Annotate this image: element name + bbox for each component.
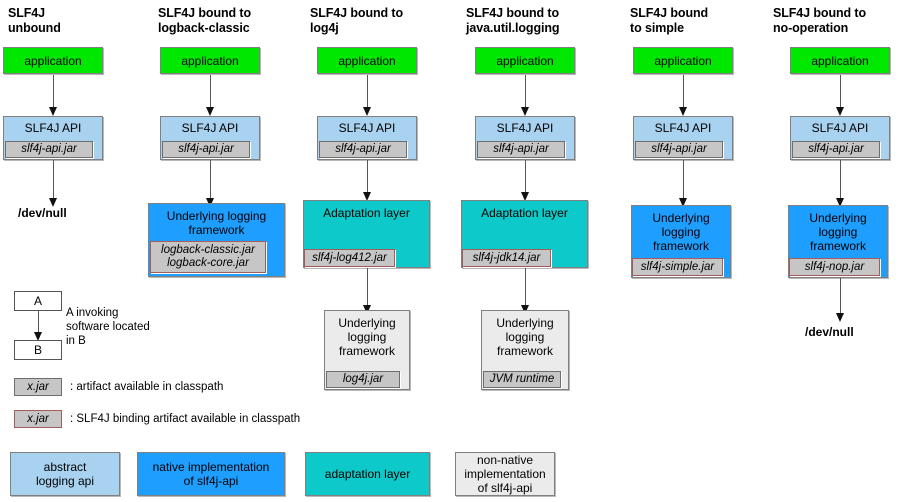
legend-key-abstract-logging-api: abstract logging api <box>10 452 120 496</box>
col4-slf4j-api-jar: slf4j-api.jar <box>477 141 565 158</box>
col4-arrow-adaptation-to-framework <box>521 268 529 314</box>
col2-application-box: application <box>160 47 260 74</box>
col3-log4j-jar: log4j.jar <box>326 371 400 388</box>
col1-arrow-api-to-devnull <box>49 160 57 207</box>
col2-underlying-framework-label: Underlying logging framework <box>166 209 267 237</box>
column-title-simple: SLF4J bound to simple <box>630 6 709 35</box>
col2-logback-jars: logback-classic.jar logback-core.jar <box>150 241 266 273</box>
legend-artifact-swatch: x.jar <box>14 378 62 396</box>
col6-devnull-label: /dev/null <box>805 325 854 339</box>
col3-application-label: application <box>338 53 396 68</box>
col3-slf4j-api-jar: slf4j-api.jar <box>319 141 407 158</box>
col5-underlying-framework-label: Underlying logging framework <box>652 211 710 253</box>
legend-box-a: A <box>14 291 62 311</box>
col3-adaptation-layer-label: Adaptation layer <box>323 206 410 220</box>
col5-application-label: application <box>654 53 712 68</box>
col2-slf4j-api-jar: slf4j-api.jar <box>162 141 250 158</box>
col4-arrow-api-to-adaptation <box>521 160 529 201</box>
col6-application-label: application <box>811 53 869 68</box>
col2-arrow-app-to-api <box>206 75 214 116</box>
col6-arrow-app-to-api <box>836 75 844 116</box>
legend-key-abstract-label: abstract logging api <box>35 460 95 488</box>
column-title-logback-classic: SLF4J bound to logback-classic <box>158 6 252 35</box>
legend-invocation-description: A invoking software located in B <box>66 307 150 347</box>
legend-binding-description: : SLF4J binding artifact available in cl… <box>70 413 301 425</box>
col3-arrow-adaptation-to-framework <box>363 268 371 314</box>
col1-arrow-app-to-api <box>49 75 57 116</box>
legend-key-native-label: native implementation of slf4j-api <box>152 460 270 488</box>
legend-box-b: B <box>14 340 62 360</box>
col6-slf4j-nop-jar: slf4j-nop.jar <box>789 258 880 276</box>
col4-jvm-runtime-jar: JVM runtime <box>483 371 561 388</box>
legend-key-non-native-implementation: non-native implementation of slf4j-api <box>455 452 555 496</box>
legend-key-non-native-label: non-native implementation of slf4j-api <box>464 453 546 495</box>
col6-application-box: application <box>790 47 890 74</box>
col3-application-box: application <box>317 47 417 74</box>
col2-arrow-api-to-framework <box>206 160 214 207</box>
col3-underlying-framework-label: Underlying logging framework <box>338 316 396 358</box>
col2-application-label: application <box>181 53 239 68</box>
col1-slf4j-api-jar: slf4j-api.jar <box>5 141 93 158</box>
col4-arrow-app-to-api <box>521 75 529 116</box>
col6-slf4j-api-jar: slf4j-api.jar <box>792 141 880 158</box>
col2-slf4j-api-label: SLF4J API <box>181 121 239 135</box>
col1-application-label: application <box>24 53 82 68</box>
col5-application-box: application <box>633 47 733 74</box>
col6-slf4j-api-label: SLF4J API <box>811 121 869 135</box>
legend-artifact-description: : artifact available in classpath <box>70 381 224 393</box>
col5-slf4j-api-label: SLF4J API <box>654 121 712 135</box>
legend-binding-swatch: x.jar <box>14 410 62 428</box>
col6-underlying-framework-label: Underlying logging framework <box>809 211 867 253</box>
column-title-java-util-logging: SLF4J bound to java.util.logging <box>466 6 560 35</box>
legend-box-a-label: A <box>33 294 42 308</box>
col4-application-box: application <box>475 47 575 74</box>
col4-slf4j-jdk14-jar: slf4j-jdk14.jar <box>462 249 551 267</box>
column-title-log4j: SLF4J bound to log4j <box>310 6 404 35</box>
col3-slf4j-log412-jar: slf4j-log412.jar <box>304 249 395 267</box>
legend-key-adaptation-layer: adaptation layer <box>305 452 430 496</box>
col4-slf4j-api-label: SLF4J API <box>496 121 554 135</box>
legend-key-native-implementation: native implementation of slf4j-api <box>137 452 285 496</box>
col6-arrow-framework-to-devnull <box>836 278 844 322</box>
col5-arrow-app-to-api <box>679 75 687 116</box>
legend-key-adaptation-label: adaptation layer <box>324 467 411 481</box>
col1-devnull-label: /dev/null <box>18 206 67 220</box>
col6-arrow-api-to-framework <box>836 160 844 207</box>
col1-application-box: application <box>3 47 103 74</box>
col5-arrow-api-to-framework <box>679 160 687 207</box>
col4-application-label: application <box>496 53 554 68</box>
legend-box-b-label: B <box>33 343 42 357</box>
col3-arrow-app-to-api <box>363 75 371 116</box>
col3-slf4j-api-label: SLF4J API <box>338 121 396 135</box>
column-title-no-operation: SLF4J bound to no-operation <box>773 6 867 35</box>
column-title-unbound: SLF4J unbound <box>8 6 61 35</box>
col3-arrow-api-to-adaptation <box>363 160 371 201</box>
legend-arrow-a-to-b <box>34 311 42 341</box>
col4-underlying-framework-label: Underlying logging framework <box>496 316 554 358</box>
col4-adaptation-layer-label: Adaptation layer <box>481 206 568 220</box>
col5-slf4j-api-jar: slf4j-api.jar <box>635 141 723 158</box>
col1-slf4j-api-label: SLF4J API <box>24 121 82 135</box>
col5-slf4j-simple-jar: slf4j-simple.jar <box>632 258 723 276</box>
